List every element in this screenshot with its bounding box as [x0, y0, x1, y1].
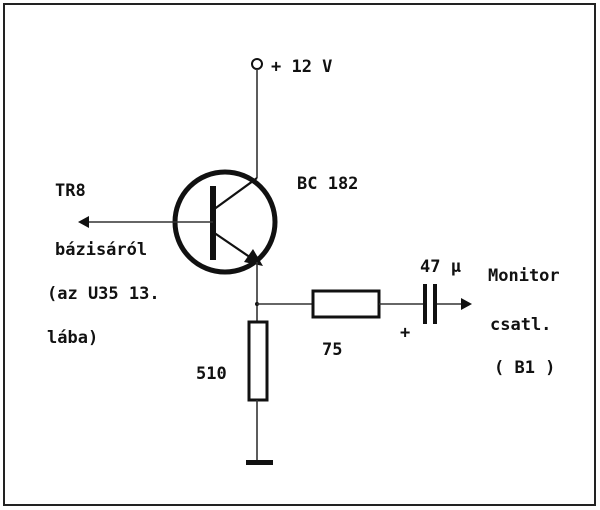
output-label-line2: csatl.	[490, 315, 551, 335]
supply-label: + 12 V	[271, 57, 332, 77]
transistor-label: BC 182	[297, 174, 358, 194]
input-arrow-icon	[78, 216, 89, 228]
input-label-line4: lába)	[47, 328, 98, 348]
supply-terminal	[251, 58, 263, 70]
emitter-arrow-icon	[244, 249, 263, 266]
series-resistor-value: 75	[322, 340, 342, 360]
output-arrow-icon	[461, 298, 472, 310]
diagram-frame	[3, 3, 596, 506]
emitter-resistor-value: 510	[196, 364, 227, 384]
input-label-line2: bázisáról	[55, 240, 147, 260]
series-resistor	[311, 289, 381, 319]
ground-symbol	[246, 460, 273, 465]
input-label-line3: (az U35 13.	[47, 284, 160, 304]
output-label-line3: ( B1 )	[494, 358, 555, 378]
capacitor-polarity: +	[400, 323, 410, 343]
output-label-line1: Monitor	[488, 266, 560, 286]
emitter-resistor	[247, 320, 269, 402]
transistor-collector-lead	[212, 177, 258, 211]
capacitor-value: 47 µ	[420, 257, 461, 277]
input-label-line1: TR8	[55, 181, 86, 201]
